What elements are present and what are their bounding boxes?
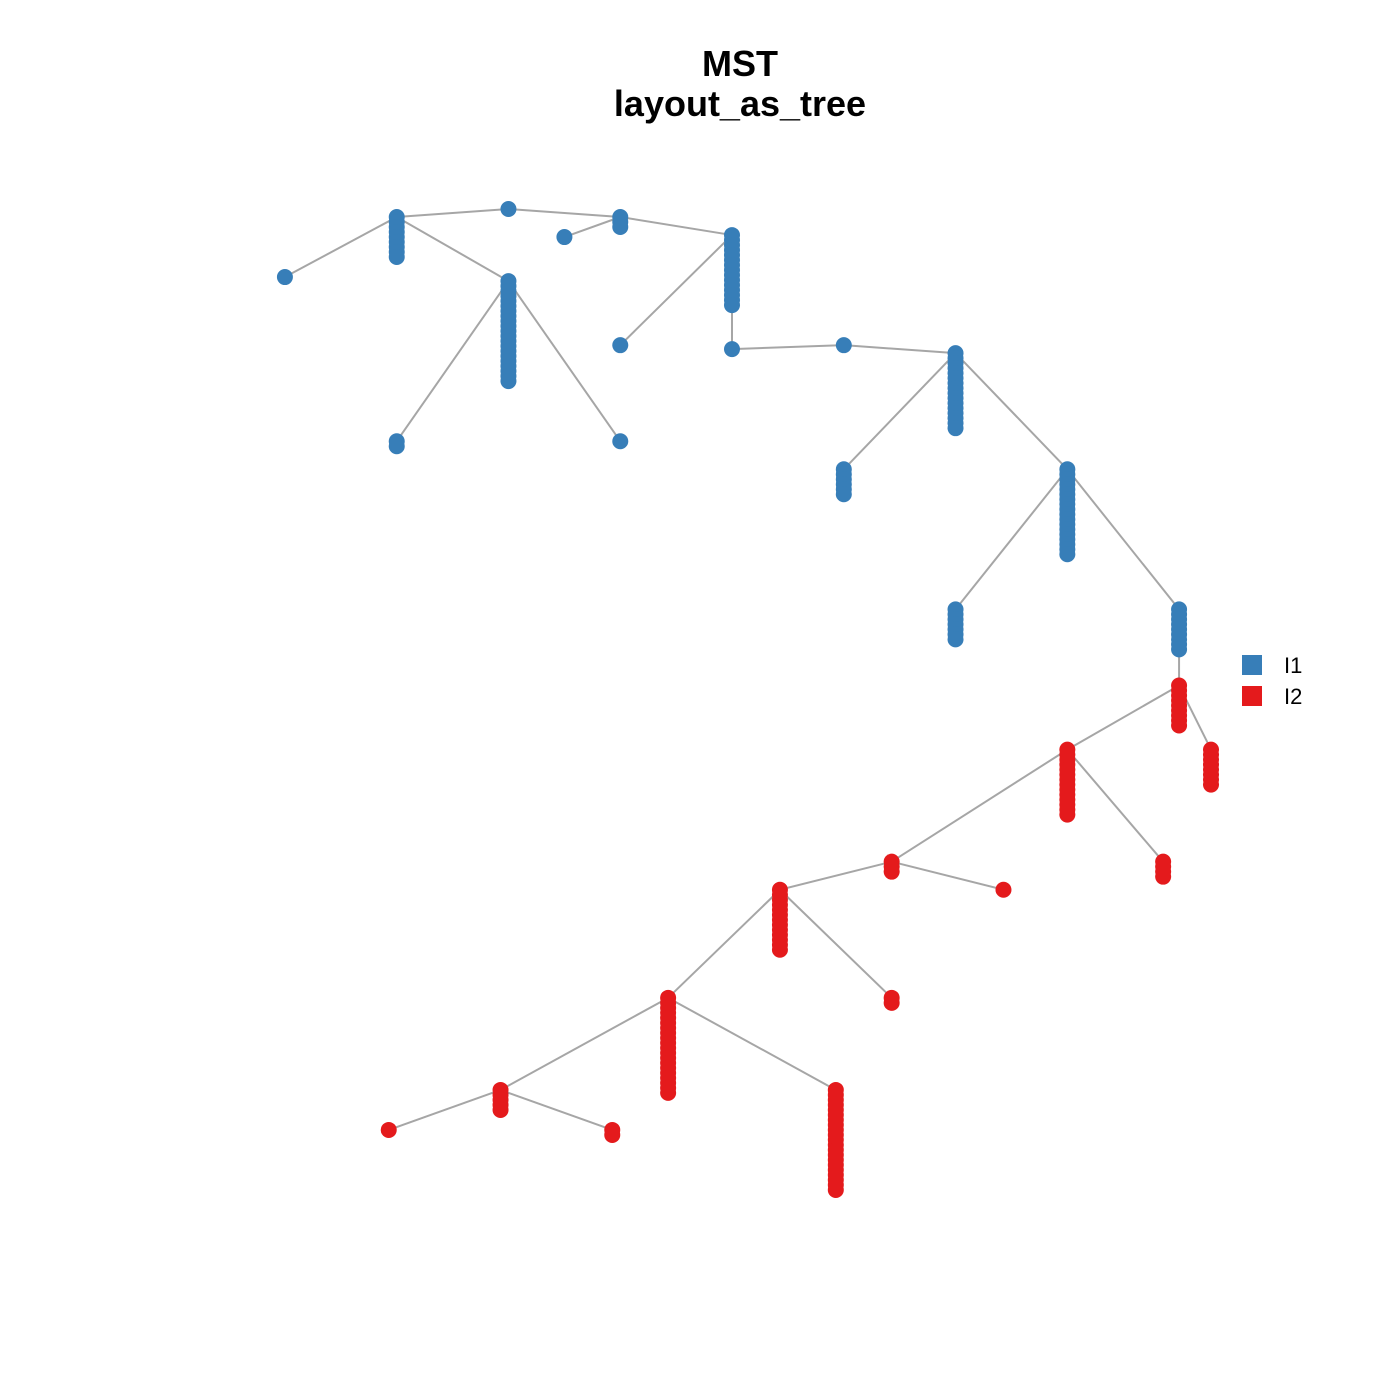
node-n25 (883, 989, 900, 1011)
node-point (835, 337, 852, 354)
node-n4 (276, 269, 293, 286)
edge-n3-n6 (564, 216, 621, 238)
edge-n13-n15 (954, 352, 1069, 470)
edge-n11-n12 (731, 344, 844, 351)
edge-n2-n4 (284, 216, 398, 278)
edge-n3-n7 (620, 216, 733, 237)
node-n24 (771, 881, 788, 958)
edge-n1-n2 (396, 208, 509, 218)
node-point (388, 438, 405, 455)
node-point (1171, 641, 1188, 658)
legend-swatch-i2 (1242, 686, 1262, 706)
node-n20 (1203, 741, 1219, 793)
node-n16 (947, 601, 964, 648)
node-point (1059, 806, 1076, 823)
edge-n26-n28 (667, 996, 837, 1091)
node-n12 (835, 337, 852, 354)
node-n10 (612, 337, 629, 354)
chart-title: MST (702, 43, 778, 84)
node-point (723, 341, 740, 358)
edge-n19-n21 (891, 748, 1068, 863)
node-point (500, 201, 517, 217)
node-n22 (1155, 853, 1172, 885)
edges-layer (284, 208, 1212, 1131)
node-n8 (388, 433, 405, 455)
edge-n13-n14 (843, 352, 957, 470)
node-point (380, 1121, 397, 1138)
legend-swatch-i1 (1242, 655, 1262, 675)
node-point (556, 229, 573, 246)
edge-n19-n22 (1066, 748, 1164, 863)
node-n27 (492, 1081, 509, 1118)
edge-n27-n29 (388, 1089, 501, 1131)
chart-subtitle: layout_as_tree (614, 83, 866, 124)
legend-label-i1: I1 (1284, 653, 1302, 678)
nodes-layer (276, 201, 1219, 1198)
node-n14 (835, 461, 852, 503)
edge-n5-n8 (395, 280, 510, 442)
node-n18 (1171, 677, 1188, 734)
node-n21 (883, 853, 900, 880)
edge-n18-n19 (1066, 684, 1180, 751)
node-n3 (612, 208, 629, 235)
node-point (604, 1126, 621, 1143)
node-n19 (1059, 741, 1076, 823)
node-point (276, 269, 293, 286)
node-n2 (388, 208, 405, 265)
edge-n1-n3 (508, 208, 621, 218)
edge-n7-n10 (619, 234, 733, 346)
edge-n2-n5 (396, 216, 509, 282)
node-point (612, 218, 629, 235)
edge-n15-n16 (954, 468, 1069, 611)
edge-n26-n27 (500, 996, 669, 1091)
node-n17 (1171, 601, 1188, 658)
node-point (947, 631, 964, 648)
edge-n15-n17 (1066, 468, 1180, 611)
edge-n21-n23 (891, 860, 1004, 891)
node-point (612, 337, 629, 354)
node-n5 (500, 273, 517, 390)
node-n7 (723, 227, 740, 314)
node-point (1203, 776, 1219, 793)
node-point (660, 1084, 677, 1101)
node-point (492, 1101, 509, 1118)
node-point (1171, 717, 1188, 734)
node-point (612, 433, 629, 450)
edge-n12-n13 (843, 344, 956, 355)
legend-label-i2: I2 (1284, 684, 1302, 709)
node-n26 (660, 989, 677, 1101)
node-point (883, 863, 900, 880)
node-point (835, 486, 852, 503)
edge-n24-n26 (667, 889, 781, 999)
node-point (1059, 546, 1076, 563)
node-point (995, 881, 1012, 898)
node-n1 (500, 201, 517, 217)
node-n29 (380, 1121, 397, 1138)
edge-n5-n9 (507, 280, 622, 442)
node-point (883, 994, 900, 1011)
node-n23 (995, 881, 1012, 898)
node-n11 (723, 341, 740, 358)
legend: I1 I2 (1242, 653, 1302, 709)
node-n30 (604, 1121, 621, 1143)
node-point (771, 941, 788, 958)
node-point (723, 297, 740, 314)
node-n6 (556, 229, 573, 246)
node-n13 (947, 345, 964, 437)
node-n15 (1059, 461, 1076, 563)
edge-n21-n24 (779, 860, 892, 891)
node-point (1155, 868, 1172, 885)
node-point (500, 373, 517, 390)
node-n28 (827, 1081, 844, 1198)
node-point (827, 1181, 844, 1198)
edge-n24-n25 (779, 889, 893, 999)
node-point (947, 420, 964, 437)
edge-n27-n30 (500, 1089, 613, 1131)
node-n9 (612, 433, 629, 450)
node-point (388, 248, 405, 265)
